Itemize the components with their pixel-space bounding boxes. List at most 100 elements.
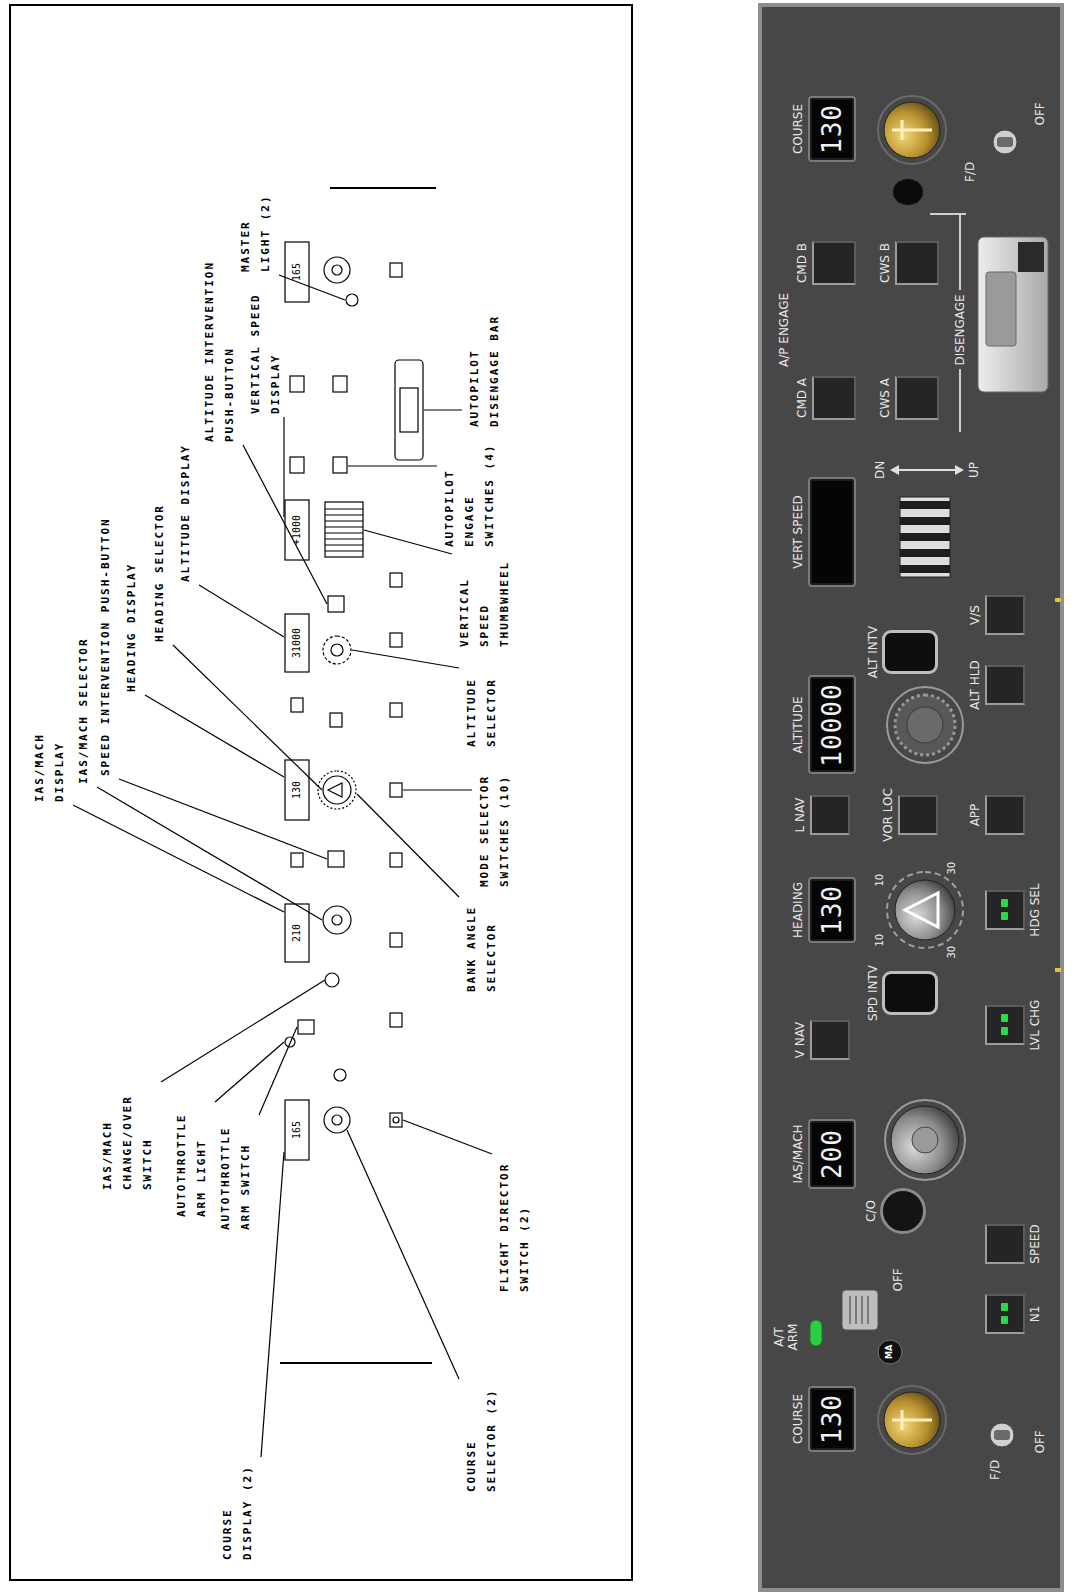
leader-line (243, 445, 327, 604)
leader-line (424, 409, 462, 410)
display-window: IAS/MACH200 (808, 1119, 856, 1189)
direction-mark: UP (967, 462, 981, 478)
knob-ring (878, 1386, 946, 1454)
display-window: VERT SPEED (808, 477, 856, 587)
intervention-button: SPD INTV (882, 971, 938, 1015)
button-symbol (390, 703, 402, 717)
course-display-symbol (285, 1100, 309, 1160)
at-arm-switch (842, 1290, 878, 1330)
knob-ring (878, 96, 946, 164)
panel-caption: SPEED (1028, 1224, 1042, 1263)
vs-arrow (896, 469, 958, 471)
index-mark (1055, 968, 1061, 972)
course-knob (884, 1392, 940, 1448)
panel-caption: HEADING (791, 882, 805, 938)
engaged-light (1001, 1316, 1008, 1324)
callout-label: HEADING DISPLAY (122, 563, 142, 692)
leader-line (73, 805, 284, 912)
callout-label: ALTITUDE INTERVENTION PUSH-BUTTON (200, 256, 240, 442)
display-value: 165 (291, 1121, 303, 1139)
disengage-bar-symbol (400, 388, 418, 432)
heading-knob-symbol (323, 776, 351, 804)
mode-button: CWS A (895, 376, 939, 420)
mode-button: LVL CHG (985, 1005, 1025, 1045)
course-pointer (892, 120, 932, 140)
leader-line (119, 779, 327, 859)
button-symbol (330, 713, 342, 727)
rendered-panel (760, 5, 1062, 1590)
display-value: 130 (291, 781, 303, 799)
panel-caption: CWS B (878, 243, 892, 283)
changeover-button: C/O (880, 1188, 926, 1234)
at-switch-symbol (298, 1020, 314, 1034)
vs-display-symbol (285, 500, 309, 560)
switch-caption: OFF (891, 1268, 905, 1291)
panel-caption: CMD A (795, 378, 809, 418)
button-symbol (291, 853, 303, 867)
panel-caption: ALT INTV (866, 626, 880, 678)
leader-line (161, 980, 325, 1082)
disengage-bar-block (986, 272, 1016, 346)
mode-button: L NAV (810, 795, 850, 835)
bank-angle-mark: 10 (874, 874, 886, 887)
button-symbol (390, 853, 402, 867)
display-digits: 10000 (817, 683, 847, 766)
engage-symbol (290, 457, 304, 473)
callout-label: AUTOPILOT DISENGAGE BAR (465, 309, 505, 427)
display-value: +1000 (291, 515, 303, 545)
callout-label: ALTITUDE SELECTOR (462, 671, 502, 747)
mode-button: V/S (985, 595, 1025, 635)
switch-grip (850, 1296, 868, 1324)
leader-line (283, 417, 284, 517)
panel-caption: CMD B (795, 243, 809, 283)
button-symbol (390, 573, 402, 587)
display-window: HEADING130 (808, 877, 856, 943)
leader-line (403, 789, 472, 790)
bank-angle-mark: 30 (946, 862, 958, 875)
thumbwheel-symbol (325, 502, 363, 557)
callout-label: COURSE SELECTOR (2) (462, 1382, 502, 1492)
disengage-bar-symbol (395, 360, 423, 460)
altitude-knob-symbol (331, 644, 343, 656)
callout-label: ALTITUDE DISPLAY (176, 444, 196, 582)
course-display-symbol (285, 242, 309, 302)
callout-label: VERTICAL SPEED THUMBWHEEL (455, 557, 515, 647)
display-value: 31000 (291, 628, 303, 658)
changeover-symbol (325, 973, 339, 987)
engaged-light (1001, 1027, 1008, 1035)
altitude-knob-symbol (323, 636, 351, 664)
fd-switch (993, 130, 1017, 154)
altitude-knob (895, 695, 955, 755)
fd-switch-symbol (390, 263, 402, 277)
button-symbol (291, 698, 303, 712)
switch-caption: OFF (1033, 102, 1047, 125)
engage-symbol (333, 376, 347, 392)
fd-switch (990, 1423, 1014, 1447)
mode-button: CMD A (812, 376, 856, 420)
direction-mark: DN (873, 461, 887, 479)
callout-label: FLIGHT DIRECTOR SWITCH (2) (495, 1157, 535, 1292)
knob-ring (885, 1100, 965, 1180)
button-symbol (390, 633, 402, 647)
callout-label: AUTOTHROTTLE ARM SWITCH (216, 1118, 256, 1230)
index-mark (1055, 598, 1061, 602)
vs-arrowheads (890, 465, 964, 475)
display-digits: 130 (817, 1394, 847, 1444)
intervention-button: ALT INTV (882, 630, 938, 674)
bank-ring-symbol (318, 771, 356, 809)
display-value: 210 (291, 924, 303, 942)
master-light (893, 179, 923, 205)
altitude-knob-cap (907, 707, 943, 743)
engaged-light (1001, 1303, 1008, 1311)
fd-lever (994, 1430, 1010, 1440)
master-light-symbol (334, 1069, 346, 1081)
leader-line (348, 465, 437, 466)
leader-line (352, 650, 459, 668)
thumbwheel-ridges (900, 505, 950, 569)
engaged-light (1001, 899, 1008, 907)
heading-knob (895, 880, 955, 940)
mode-button: VOR LOC (898, 795, 938, 835)
panel-caption: HDG SEL (1028, 883, 1042, 936)
leader-line (403, 1120, 492, 1154)
master-light (878, 1340, 902, 1364)
